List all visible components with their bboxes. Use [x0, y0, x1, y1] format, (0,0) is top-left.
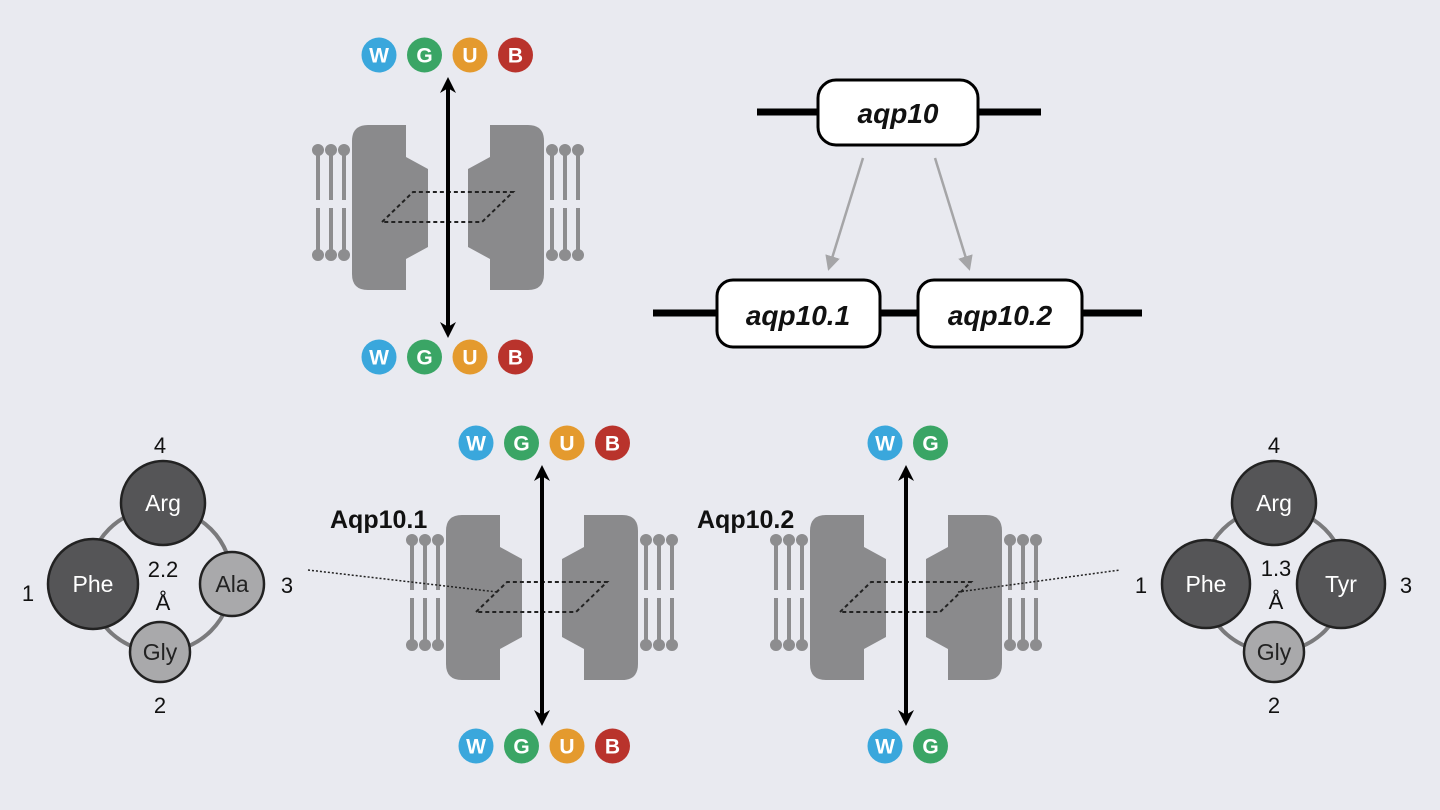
residue-circle: [198, 550, 266, 618]
substrate-label: G: [513, 736, 529, 759]
position-number: 4: [154, 433, 166, 458]
gene-diagram: aqp10 aqp10.1 aqp10.2: [653, 78, 1142, 349]
aqp10-2-selectivity-filter: Arg Phe Tyr Gly 4 1 3 2 1.3 Å: [1135, 433, 1412, 718]
residue-circle: [1242, 620, 1306, 684]
residue-label: Gly: [1257, 639, 1292, 665]
residue-label: Arg: [1256, 490, 1292, 516]
substrate-label: W: [875, 433, 895, 456]
substrate-B-circle: [498, 339, 533, 375]
substrate-label: B: [605, 736, 620, 759]
substrate-B-circle: [498, 37, 533, 73]
substrate-label: W: [369, 45, 389, 68]
aqp10-1-selectivity-filter: Arg Phe Ala Gly 4 1 3 2 2.2 Å: [22, 433, 293, 718]
position-number: 2: [154, 693, 166, 718]
substrate-label: B: [508, 45, 523, 68]
gene-box-aqp10-2: [916, 278, 1084, 349]
substrate-W-circle: [458, 728, 494, 764]
substrate-G-circle: [407, 339, 442, 375]
substrate-W-circle: [458, 425, 494, 461]
residue-label: Arg: [145, 490, 181, 516]
residue-circle: [1230, 459, 1318, 547]
residue-label: Phe: [1186, 571, 1227, 597]
substrate-U-circle: [452, 37, 488, 73]
residue-label: Tyr: [1325, 571, 1357, 597]
residue-label: Gly: [143, 639, 178, 665]
substrate-label: U: [559, 433, 574, 456]
protein-label: Aqp10.2: [697, 506, 794, 534]
substrate-label: W: [369, 347, 389, 370]
substrate-U-circle: [549, 728, 585, 764]
substrate-label: W: [875, 736, 895, 759]
substrate-W-circle: [361, 37, 397, 73]
substrate-label: G: [416, 45, 432, 68]
aqp10-1-channel: Aqp10.1 W G U B W G U B: [307, 425, 676, 764]
top-channel: W G U B W G U B: [314, 37, 582, 375]
substrate-label: G: [416, 347, 432, 370]
gene-box-aqp10: [816, 78, 980, 147]
substrate-label: U: [462, 45, 477, 68]
substrate-label: B: [508, 347, 523, 370]
substrate-label: W: [466, 736, 486, 759]
substrate-U-circle: [452, 339, 488, 375]
residue-circle: [46, 537, 140, 631]
substrate-label: U: [559, 736, 574, 759]
duplication-arrow: [933, 157, 973, 271]
pore-diameter: 2.2: [148, 557, 179, 582]
substrate-G-circle: [504, 728, 539, 764]
substrate-label: W: [466, 433, 486, 456]
substrate-W-circle: [867, 425, 903, 461]
position-number: 3: [1400, 573, 1412, 598]
gene-label: aqp10.2: [948, 300, 1053, 331]
callout-line: [957, 569, 1121, 593]
duplication-arrow: [825, 157, 865, 271]
residue-circle: [128, 620, 192, 684]
substrate-label: B: [605, 433, 620, 456]
protein-label: Aqp10.1: [330, 506, 427, 534]
substrate-G-circle: [913, 728, 948, 764]
position-number: 2: [1268, 693, 1280, 718]
substrate-G-circle: [504, 425, 539, 461]
substrate-label: G: [513, 433, 529, 456]
substrate-W-circle: [361, 339, 397, 375]
substrate-G-circle: [913, 425, 948, 461]
position-number: 1: [22, 581, 34, 606]
position-number: 1: [1135, 573, 1147, 598]
substrate-G-circle: [407, 37, 442, 73]
residue-label: Ala: [215, 571, 248, 597]
residue-circle: [1160, 538, 1252, 630]
substrate-label: U: [462, 347, 477, 370]
gene-label: aqp10.1: [746, 300, 850, 331]
substrate-label: G: [922, 736, 938, 759]
substrate-label: G: [922, 433, 938, 456]
substrate-W-circle: [867, 728, 903, 764]
residue-label: Phe: [73, 571, 114, 597]
substrate-B-circle: [595, 728, 630, 764]
residue-circle: [119, 459, 207, 547]
substrate-B-circle: [595, 425, 630, 461]
position-number: 3: [281, 573, 293, 598]
position-number: 4: [1268, 433, 1280, 458]
gene-box-aqp10-1: [715, 278, 882, 349]
pore-diameter: 1.3: [1261, 556, 1292, 581]
pore-unit: Å: [1269, 589, 1284, 614]
substrate-U-circle: [549, 425, 585, 461]
pore-unit: Å: [156, 590, 171, 615]
residue-circle: [1295, 538, 1387, 630]
gene-label: aqp10: [858, 98, 939, 129]
